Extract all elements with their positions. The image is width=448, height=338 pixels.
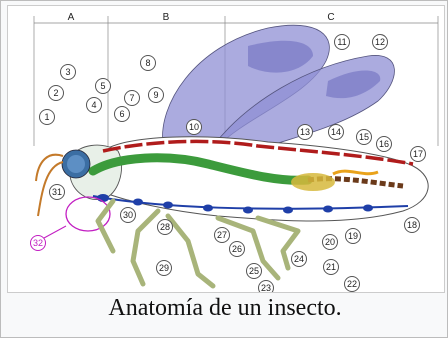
svg-text:30: 30 [123,210,133,220]
label-9: 9 [149,88,164,103]
svg-text:31: 31 [52,187,62,197]
svg-text:12: 12 [375,37,385,47]
label-27: 27 [215,228,230,243]
label-26: 26 [230,242,245,257]
svg-text:32: 32 [33,238,43,248]
label-5: 5 [96,79,111,94]
svg-text:11: 11 [337,37,346,47]
label-30: 30 [121,208,136,223]
label-21: 21 [324,260,339,275]
label-18: 18 [405,218,420,233]
svg-text:23: 23 [261,283,271,292]
label-19: 19 [346,229,361,244]
label-4: 4 [87,98,102,113]
label-13: 13 [298,125,313,140]
svg-text:2: 2 [53,88,58,98]
label-25: 25 [247,264,262,279]
insect-diagram: A B C [7,5,445,293]
svg-text:18: 18 [407,220,417,230]
svg-text:7: 7 [129,93,134,103]
label-2: 2 [49,86,64,101]
svg-text:9: 9 [153,90,158,100]
figure-caption: Anatomía de un insecto. [1,295,448,322]
svg-text:8: 8 [145,58,150,68]
label-10: 10 [187,120,202,135]
svg-text:22: 22 [347,279,357,289]
label-23: 23 [259,281,274,293]
svg-text:14: 14 [331,127,341,137]
svg-text:6: 6 [119,109,124,119]
svg-text:4: 4 [91,100,96,110]
label-8: 8 [141,56,156,71]
svg-text:10: 10 [189,122,199,132]
svg-text:1: 1 [44,112,49,122]
svg-text:20: 20 [325,237,335,247]
label-7: 7 [125,91,140,106]
label-29: 29 [157,261,172,276]
svg-text:27: 27 [217,230,227,240]
svg-text:25: 25 [249,266,259,276]
label-20: 20 [323,235,338,250]
svg-text:5: 5 [100,81,105,91]
svg-text:3: 3 [65,67,70,77]
label-32: 32 [31,236,46,251]
section-c-label: C [327,12,334,23]
label-3: 3 [61,65,76,80]
svg-text:13: 13 [300,127,310,137]
label-1: 1 [40,110,55,125]
svg-text:19: 19 [348,231,358,241]
label-16: 16 [377,137,392,152]
svg-text:17: 17 [413,149,423,159]
section-a-label: A [68,12,75,23]
label-31: 31 [50,185,65,200]
svg-text:16: 16 [379,139,389,149]
svg-text:29: 29 [159,263,169,273]
label-24: 24 [292,252,307,267]
svg-text:21: 21 [326,262,336,272]
svg-text:15: 15 [359,132,369,142]
label-11: 11 [335,35,350,50]
label-17: 17 [411,147,426,162]
svg-text:28: 28 [160,222,170,232]
label-6: 6 [115,107,130,122]
label-22: 22 [345,277,360,292]
svg-text:26: 26 [232,244,242,254]
label-28: 28 [158,220,173,235]
label-14: 14 [329,125,344,140]
label-12: 12 [373,35,388,50]
label-15: 15 [357,130,372,145]
section-b-label: B [163,12,170,23]
svg-text:24: 24 [294,254,304,264]
